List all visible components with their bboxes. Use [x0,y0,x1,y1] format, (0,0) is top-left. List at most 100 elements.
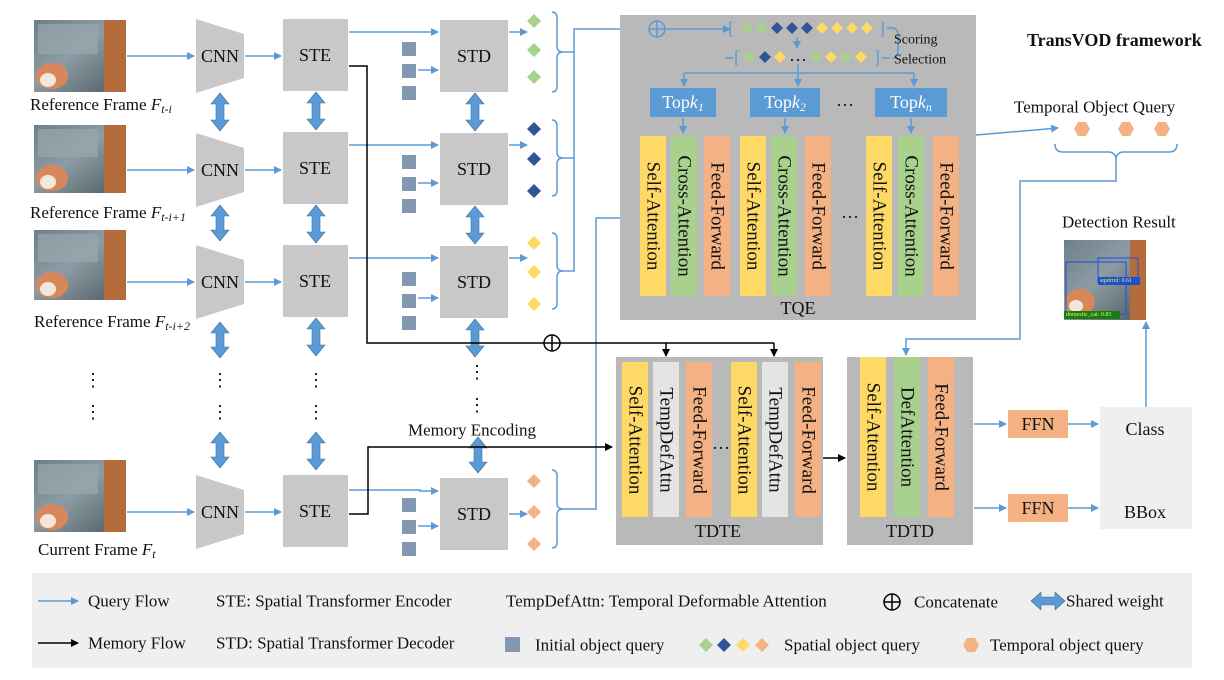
ste-to-std-arrows [349,28,439,495]
svg-text:[: [ [728,18,734,38]
frame-caption-3: Reference Frame Ft-i+2 [34,312,190,334]
tdte-layers-2: Self-Attention TempDefAttn Feed-Forward [731,362,821,517]
tqe-layers-2: Self-Attention Cross-Attention Feed-Forw… [740,136,831,296]
tqe-layers-3: Self-Attention Cross-Attention Feed-Forw… [866,136,959,296]
svg-text:STE: STE [299,501,331,521]
std-block-1: STD [440,20,508,92]
svg-text:⋮: ⋮ [211,370,229,390]
det-label-squirrel: squirrel: 0.61 [1100,278,1132,284]
svg-text:Feed-Forward: Feed-Forward [808,162,829,270]
topk-ellipsis: … [836,90,854,110]
ffn-block-2: FFN [1008,494,1068,522]
detection-result-label: Detection Result [1062,213,1176,232]
svg-text:]: ] [874,47,880,67]
svg-text:Feed-Forward: Feed-Forward [689,386,710,494]
topk-to-layer-arrows [679,118,915,134]
scoring-brace [891,27,899,59]
cnn-block-1: CNN [196,19,244,93]
std-output-arrows [509,28,528,518]
svg-text:⋮: ⋮ [307,402,325,422]
svg-text:STD: STD [457,159,491,179]
frame-image-3 [34,230,126,300]
svg-text:⋮: ⋮ [84,402,102,422]
svg-text:[: [ [734,47,740,67]
legend-query-flow: Query Flow [88,592,170,611]
legend-concat-icon [883,593,901,611]
spatial-queries-4 [527,474,541,551]
legend-initial-query-icon [505,637,520,652]
svg-text:CNN: CNN [201,502,239,522]
frame-image-1 [34,20,126,92]
svg-text:TempDefAttn: TempDefAttn [765,387,786,493]
svg-text:FFN: FFN [1021,414,1054,434]
svg-text:Topk1: Topk1 [662,92,704,114]
spatial-queries-3 [527,236,541,311]
ffn-block-1: FFN [1008,410,1068,438]
svg-text:TDTD: TDTD [886,521,934,541]
svg-text:Self-Attention: Self-Attention [869,162,890,271]
selection-label: Selection [894,53,946,68]
tdte-layers-1: Self-Attention TempDefAttn Feed-Forward [622,362,712,517]
svg-text:⋮: ⋮ [307,370,325,390]
frame-to-cnn-arrows [127,52,195,516]
svg-text:Cross-Attention: Cross-Attention [901,155,922,277]
tqe-to-temporal-arrow [975,124,1059,136]
svg-text:STE: STE [299,45,331,65]
ste-block-1: STE [283,19,348,91]
legend-memory-flow: Memory Flow [88,634,186,653]
legend-temporal-query-icon [963,638,979,652]
svg-text:STD: STD [457,272,491,292]
query-sequence-row-2: [ … ] [725,45,890,67]
det-label-cat: domestic_cat: 0.83 [1066,312,1111,318]
class-bbox-panel: Class BBox [1100,407,1192,529]
ste-block-2: STE [283,132,348,204]
shared-weight-arrows [210,91,488,474]
svg-text:⋮: ⋮ [84,370,102,390]
detection-result-image: squirrel: 0.61 domestic_cat: 0.83 [1064,240,1146,320]
svg-text:…: … [789,45,807,65]
frame-image-4 [34,460,126,532]
svg-text:Cross-Attention: Cross-Attention [674,155,695,277]
tdte-panel: TDTE [616,357,823,545]
framework-title: TransVOD framework [1027,30,1202,50]
legend-concatenate: Concatenate [914,593,998,612]
frame-caption-4: Current Frame Ft [38,540,156,562]
query-braces [551,11,564,549]
spatial-to-tqe-lines [563,28,652,510]
svg-text:Self-Attention: Self-Attention [625,386,646,495]
legend-shared-weight: Shared weight [1066,592,1164,611]
svg-text:FFN: FFN [1021,498,1054,518]
cnn-block-3: CNN [196,245,244,319]
svg-text:⋮: ⋮ [468,395,486,415]
legend-ste: STE: Spatial Transformer Encoder [216,592,452,611]
tqe-concat-icon [648,20,731,38]
topk-box-2: Topk2 [750,88,820,117]
svg-text:TQE: TQE [781,298,816,318]
svg-text:STD: STD [457,504,491,524]
temporal-query-brace [1054,143,1178,161]
svg-text:Topkn: Topkn [890,92,932,114]
frame-image-2 [34,125,126,193]
svg-text:]: ] [879,18,885,38]
tqe-layers-1: Self-Attention Cross-Attention Feed-Forw… [640,136,730,296]
spatial-queries-1 [527,14,541,84]
svg-text:⋮: ⋮ [211,402,229,422]
legend: Query Flow Memory Flow STE: Spatial Tran… [32,573,1192,668]
legend-shared-weight-icon [1030,591,1066,611]
frame-caption-1: Reference Frame Ft-i [30,95,172,117]
topk-box-3: Topkn [875,88,947,117]
svg-text:DefAttention: DefAttention [897,387,918,488]
spatial-queries-2 [527,122,541,198]
topk-distribution-lines [680,64,918,87]
ste-block-3: STE [283,245,348,317]
legend-spatial-query: Spatial object query [784,636,920,655]
legend-tempdefattn: TempDefAttn: Temporal Deformable Attenti… [506,592,827,611]
initial-query-group-3 [402,272,439,330]
svg-text:Feed-Forward: Feed-Forward [707,162,728,270]
initial-query-group-1 [402,42,439,100]
memory-encoding-label: Memory Encoding [408,421,536,440]
svg-text:Self-Attention: Self-Attention [734,386,755,495]
tdtd-layers: Self-Attention DefAttention Feed-Forward [860,357,954,517]
tdte-layer-ellipsis: … [712,433,730,453]
